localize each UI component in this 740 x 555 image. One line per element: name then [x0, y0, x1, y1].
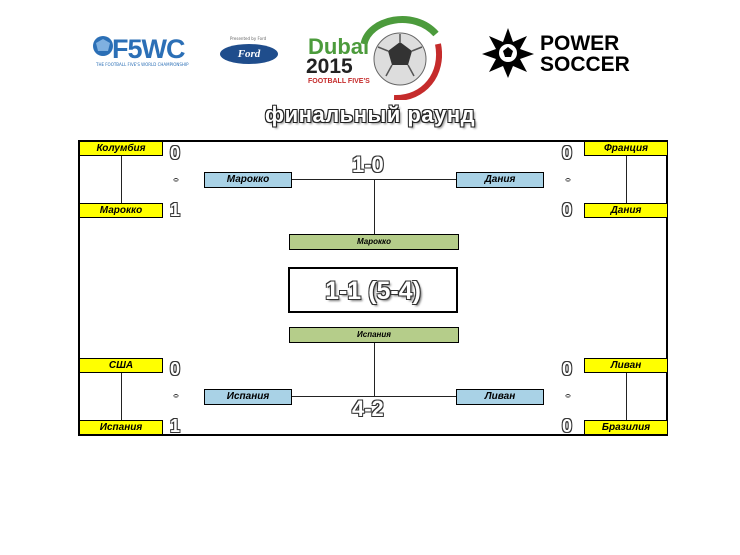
team-spain: Испания — [79, 420, 163, 435]
bracket-frame — [78, 140, 668, 436]
team-lebanon: Ливан — [584, 358, 668, 373]
score-home: 0 — [562, 359, 573, 379]
team-usa: США — [79, 358, 163, 373]
star-ball-icon — [482, 28, 534, 78]
f5wc-logo: F5WC THE FOOTBALL FIVE'S WORLD CHAMPIONS… — [92, 32, 210, 68]
score-away: 1 — [170, 200, 181, 220]
connector-line — [374, 343, 375, 396]
finalist-right-top: Дания — [456, 172, 544, 188]
ford-oval: Ford — [220, 44, 278, 64]
score-away: 0 — [562, 200, 573, 220]
team-france: Франция — [584, 141, 668, 156]
finalist-left-top: Марокко — [204, 172, 292, 188]
final-team-bottom: Испания — [289, 327, 459, 343]
score-dash: - — [174, 388, 178, 402]
score-away: 0 — [562, 416, 573, 436]
power-word: POWER — [540, 32, 620, 55]
team-morocco: Марокко — [79, 203, 163, 218]
power-soccer-wordmark: POWER SOCCER — [540, 33, 630, 75]
connector-line — [292, 179, 458, 180]
team-brazil: Бразилия — [584, 420, 668, 435]
score-home: 0 — [170, 359, 181, 379]
connector-line — [374, 179, 375, 234]
finalist-right-bottom: Ливан — [456, 389, 544, 405]
connector-line — [121, 373, 122, 420]
football-fives-word: FOOTBALL FIVE'S — [308, 78, 370, 85]
score-home: 0 — [170, 143, 181, 163]
score-dash: - — [566, 172, 570, 186]
top-match-score: 1-0 — [352, 152, 384, 177]
final-team-top: Марокко — [289, 234, 459, 250]
connector-line — [626, 373, 627, 420]
final-score-box: 1-1 (5-4) — [288, 267, 458, 313]
bottom-match-score: 4-2 — [352, 396, 384, 421]
ford-logo: Presented by Ford Ford — [220, 36, 278, 64]
score-home: 0 — [562, 143, 573, 163]
power-soccer-logo: POWER SOCCER — [480, 26, 640, 78]
f5wc-tagline: THE FOOTBALL FIVE'S WORLD CHAMPIONSHIP — [96, 62, 189, 67]
page-title: финальный раунд — [264, 102, 476, 127]
finalist-left-bottom: Испания — [204, 389, 292, 405]
f5wc-wordmark: F5WC — [112, 34, 185, 64]
score-away: 1 — [170, 416, 181, 436]
team-denmark: Дания — [584, 203, 668, 218]
football-emblem-icon — [360, 16, 442, 100]
connector-line — [292, 396, 458, 397]
team-colombia: Колумбия — [79, 141, 163, 156]
connector-line — [121, 156, 122, 203]
final-score: 1-1 (5-4) — [325, 277, 421, 305]
score-dash: - — [174, 172, 178, 186]
score-dash: - — [566, 388, 570, 402]
ball-icon — [93, 36, 113, 56]
dubai-word: Dubai — [308, 34, 370, 59]
ford-presenter: Presented by Ford — [230, 36, 267, 41]
year-word: 2015 — [306, 55, 353, 78]
soccer-word: SOCCER — [540, 53, 630, 76]
dubai-2015-logo: Dubai 2015 FOOTBALL FIVE'S — [302, 14, 442, 100]
connector-line — [626, 156, 627, 203]
